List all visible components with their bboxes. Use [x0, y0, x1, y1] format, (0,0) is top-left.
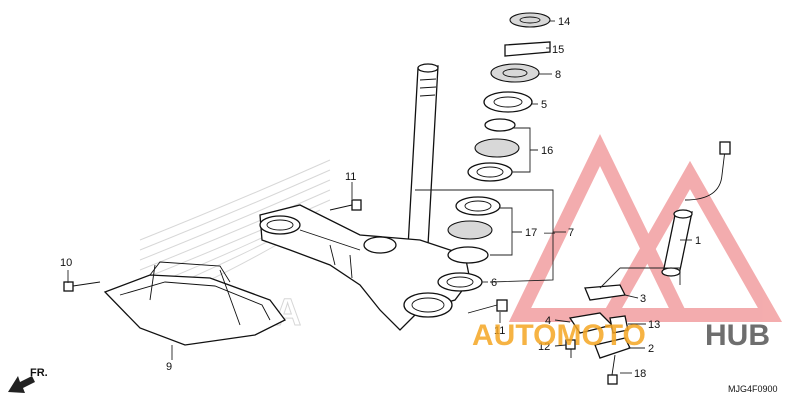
steering-stem [259, 63, 471, 331]
part-16-upper-bearing [474, 138, 520, 158]
part-1-sensor [661, 141, 731, 277]
front-arrow: FR. [8, 367, 48, 393]
callout-3: 3 [640, 293, 646, 305]
part-17-lower-bearing [455, 196, 501, 216]
callout-16: 16 [541, 145, 553, 157]
bolt-11-lower [467, 299, 508, 314]
callout-15: 15 [552, 44, 564, 56]
callout-11-lower: 11 [494, 325, 505, 337]
bearing-stack [437, 12, 551, 292]
callout-18: 18 [634, 368, 646, 380]
callout-5: 5 [541, 99, 547, 111]
callout-4: 4 [545, 315, 551, 327]
callout-7: 7 [568, 227, 574, 239]
callout-17: 17 [525, 227, 537, 239]
callout-9: 9 [166, 361, 172, 373]
callout-8: 8 [555, 69, 561, 81]
fork-cover [103, 261, 286, 346]
watermark-text: AUTOMOTO HUB [472, 319, 770, 352]
callouts: 14 15 8 5 16 17 — 7 6 1 3 4 13 2 12 18 9… [60, 16, 701, 380]
callout-11-upper: 11 [345, 171, 356, 183]
callout-2: 2 [648, 343, 654, 355]
bolt-11-upper [329, 199, 362, 211]
bolt-10 [63, 281, 101, 292]
part-15-lock-washer [504, 41, 551, 57]
part-8-adjust-nut [490, 63, 540, 83]
callout-14: 14 [558, 16, 570, 28]
bolt-12 [565, 339, 576, 358]
watermark-logo [508, 133, 783, 322]
bolt-18 [607, 354, 618, 385]
leader-lines [67, 20, 692, 374]
callout-dash: — [544, 227, 555, 239]
part-5-dust-seal [483, 91, 533, 113]
callout-6: 6 [491, 277, 497, 289]
part-6-dust-seal [437, 272, 483, 292]
watermark-part1: AUTOMOTO [472, 319, 646, 352]
bolts [63, 199, 618, 385]
callout-10: 10 [60, 257, 72, 269]
small-brackets [568, 284, 631, 359]
diagram-code: MJG4F0900 [728, 384, 778, 394]
watermark-part2: HUB [705, 319, 770, 352]
part-14-lock-nut [509, 12, 551, 28]
callout-1: 1 [695, 235, 701, 247]
callout-12: 12 [538, 341, 550, 353]
fr-label: FR. [30, 367, 48, 379]
callout-13: 13 [648, 319, 660, 331]
